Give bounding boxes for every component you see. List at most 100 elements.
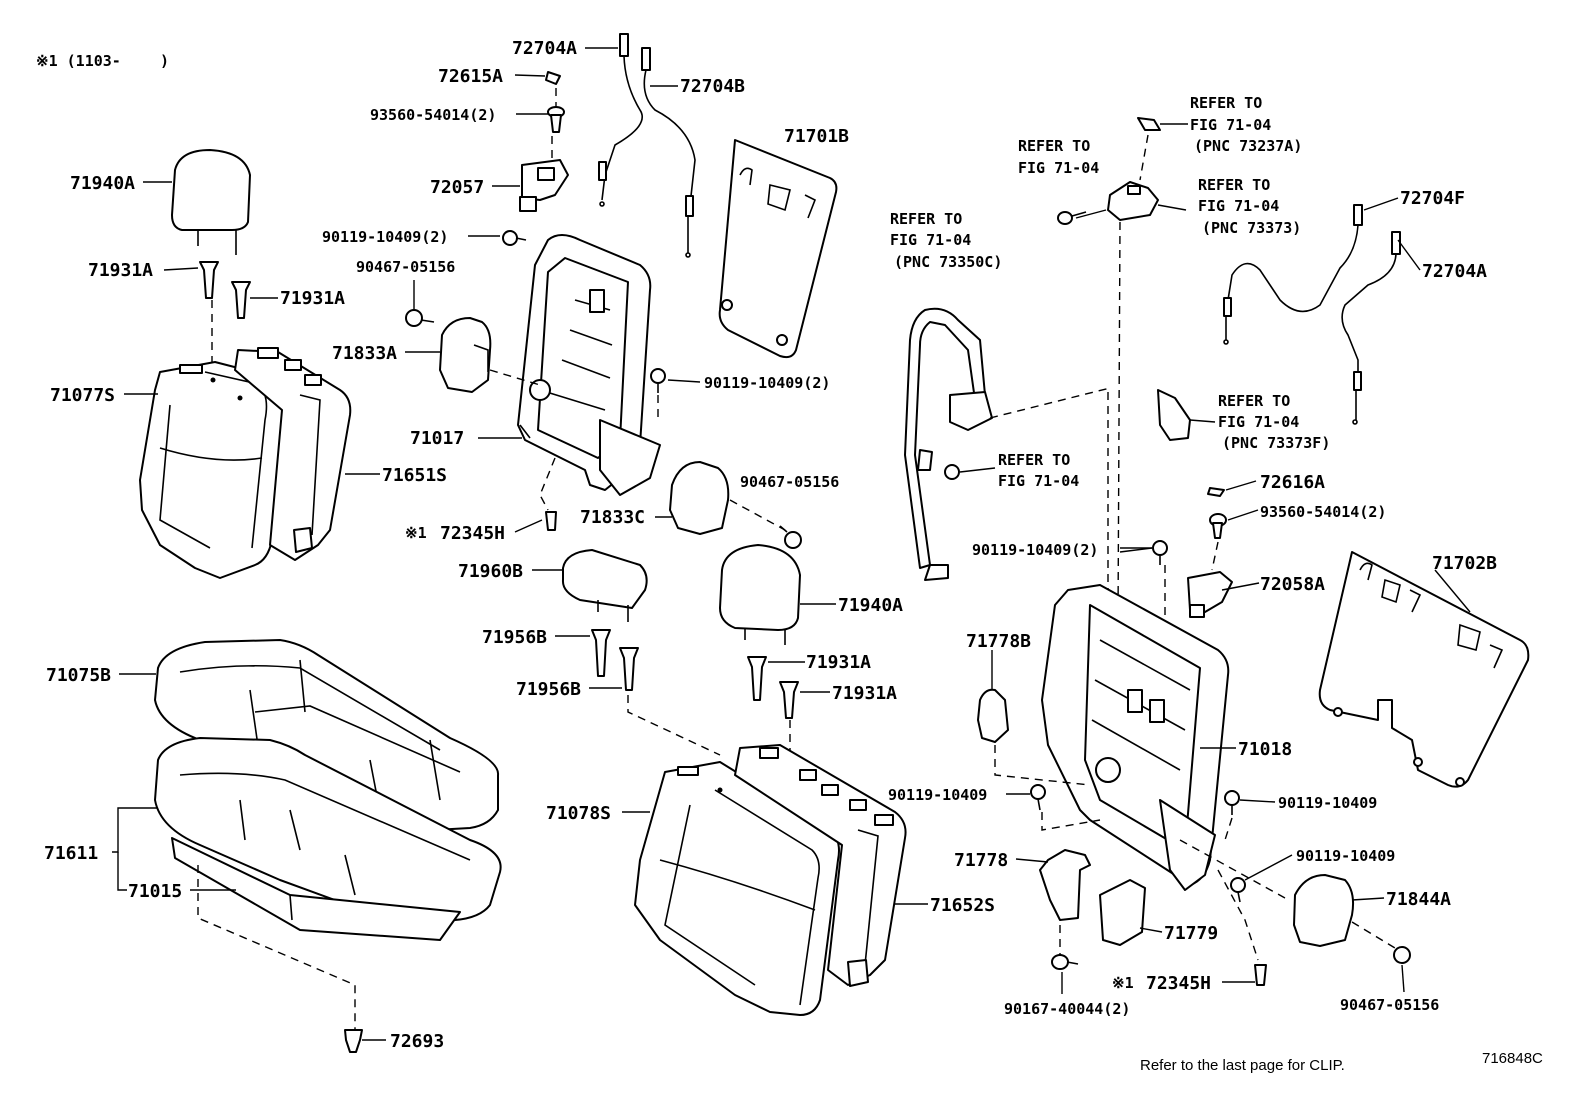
- latch-72058A: [1187, 571, 1233, 618]
- cover-ref-73373: [1107, 181, 1159, 221]
- label-72615A: [545, 71, 561, 85]
- bolt-90119-d: [1030, 784, 1046, 811]
- part-label: 90119-10409: [1296, 847, 1395, 865]
- part-label: 71779: [1164, 923, 1218, 944]
- screw-93560-right: [1209, 513, 1227, 539]
- svg-text:FIG 71-04: FIG 71-04: [1218, 413, 1299, 431]
- bolt-72345H-right: [1254, 964, 1267, 986]
- part-label: 71960B: [458, 561, 523, 582]
- part-label: 71833A: [332, 343, 397, 364]
- dash-line: [1351, 921, 1396, 949]
- cable-72704A-left: [598, 33, 643, 207]
- svg-text:(PNC 73350C): (PNC 73350C): [894, 253, 1002, 271]
- svg-text:REFER TO: REFER TO: [998, 451, 1070, 469]
- refer-note-73350C: REFER TO FIG 71-04 (PNC 73350C): [890, 210, 1002, 271]
- refer-note-73237A: REFER TO FIG 71-04 (PNC 73237A): [1190, 94, 1302, 155]
- part-label: 72704B: [680, 76, 745, 97]
- bolt-90119-a: [502, 230, 527, 246]
- dash-line: [729, 499, 786, 531]
- part-label: 71844A: [1386, 889, 1451, 910]
- dash-line: [489, 369, 541, 386]
- dash-line: [989, 387, 1111, 419]
- part-label: 72704F: [1400, 188, 1465, 209]
- cover-71778B: [977, 688, 1009, 743]
- footer-clip-note: Refer to the last page for CLIP.: [1140, 1057, 1345, 1074]
- cover-71779: [1099, 879, 1146, 946]
- part-label: 71931A: [806, 652, 871, 673]
- part-label: 90119-10409(2): [322, 228, 448, 246]
- part-label: 72345H: [1146, 973, 1211, 994]
- guide-71956B: [591, 629, 639, 691]
- headrest-71940A-center: [719, 544, 801, 645]
- part-label: 71018: [1238, 739, 1292, 760]
- bolt-90467-b: [779, 525, 802, 549]
- svg-text:REFER TO: REFER TO: [1198, 176, 1270, 194]
- part-label: 90119-10409: [1278, 794, 1377, 812]
- part-label: 71701B: [784, 126, 849, 147]
- part-label: 71778B: [966, 631, 1031, 652]
- dash-line: [1139, 134, 1149, 181]
- refer-note-73373: REFER TO FIG 71-04 (PNC 73373): [1198, 176, 1301, 237]
- part-label: 71651S: [382, 465, 447, 486]
- frame-71017: [517, 234, 661, 496]
- seat-pad-71611: [154, 737, 502, 923]
- part-label: 90167-40044(2): [1004, 1000, 1130, 1018]
- part-label: 71931A: [832, 683, 897, 704]
- svg-text:FIG 71-04: FIG 71-04: [1018, 159, 1099, 177]
- part-label: 71931A: [280, 288, 345, 309]
- dash-line: [1217, 869, 1259, 961]
- bolt-90119-e: [1224, 790, 1240, 815]
- part-label: 71652S: [930, 895, 995, 916]
- svg-text:REFER TO: REFER TO: [890, 210, 962, 228]
- part-label: 72704A: [1422, 261, 1487, 282]
- part-label: 90119-10409(2): [972, 541, 1098, 559]
- figure-id: 716848C: [1482, 1050, 1543, 1067]
- bolt-90119-f: [1230, 877, 1246, 903]
- cable-72704F: [1223, 204, 1363, 345]
- cover-71778: [1039, 849, 1091, 921]
- part-label: 72058A: [1260, 574, 1325, 595]
- guide-71931A-left: [199, 261, 251, 319]
- part-label: 71940A: [70, 173, 135, 194]
- dash-line: [1117, 221, 1121, 621]
- cover-71701B: [718, 139, 838, 359]
- screw-ref: [1057, 211, 1087, 225]
- bolt-90119-b: [650, 368, 666, 393]
- part-label: 71931A: [88, 260, 153, 281]
- part-label: 71611: [44, 843, 98, 864]
- marker: ※1: [405, 524, 427, 542]
- leader-lines: [112, 47, 1471, 1041]
- part-label: 72615A: [438, 66, 503, 87]
- refer-note-fig-2: REFER TO FIG 71-04: [998, 451, 1079, 490]
- cover-71844A: [1293, 874, 1355, 947]
- part-label: 72693: [390, 1031, 444, 1052]
- svg-text:FIG 71-04: FIG 71-04: [890, 231, 971, 249]
- part-label: 71702B: [1432, 553, 1497, 574]
- part-label: 90119-10409(2): [704, 374, 830, 392]
- part-label: 72616A: [1260, 472, 1325, 493]
- frame-71018: [1041, 584, 1230, 891]
- cable-72704B: [641, 47, 696, 258]
- part-label: 71078S: [546, 803, 611, 824]
- refer-note-73373F: REFER TO FIG 71-04 (PNC 73373F): [1218, 392, 1330, 452]
- marker: ※1: [1112, 974, 1134, 992]
- bolt-90467-c: [1393, 946, 1411, 964]
- cover-ref-73373F: [1157, 389, 1191, 441]
- bolt-90119-c: [1152, 540, 1168, 565]
- part-label: 71956B: [516, 679, 581, 700]
- applicability-note: ※1 (1103-: [36, 52, 121, 70]
- applicability-note-close: ): [160, 52, 169, 70]
- bolt-72345H-left: [545, 511, 557, 531]
- part-label: 71075B: [46, 665, 111, 686]
- part-label: 93560-54014(2): [1260, 503, 1386, 521]
- headrest-71960B: [561, 549, 648, 622]
- dash-line: [1224, 817, 1233, 841]
- cover-71833C: [669, 461, 730, 535]
- clip-72693: [344, 1029, 363, 1053]
- svg-text:REFER TO: REFER TO: [1190, 94, 1262, 112]
- dash-line: [1211, 541, 1219, 571]
- part-label: 71833C: [580, 507, 645, 528]
- svg-text:(PNC 73237A): (PNC 73237A): [1194, 137, 1302, 155]
- cover-71833A: [439, 317, 492, 393]
